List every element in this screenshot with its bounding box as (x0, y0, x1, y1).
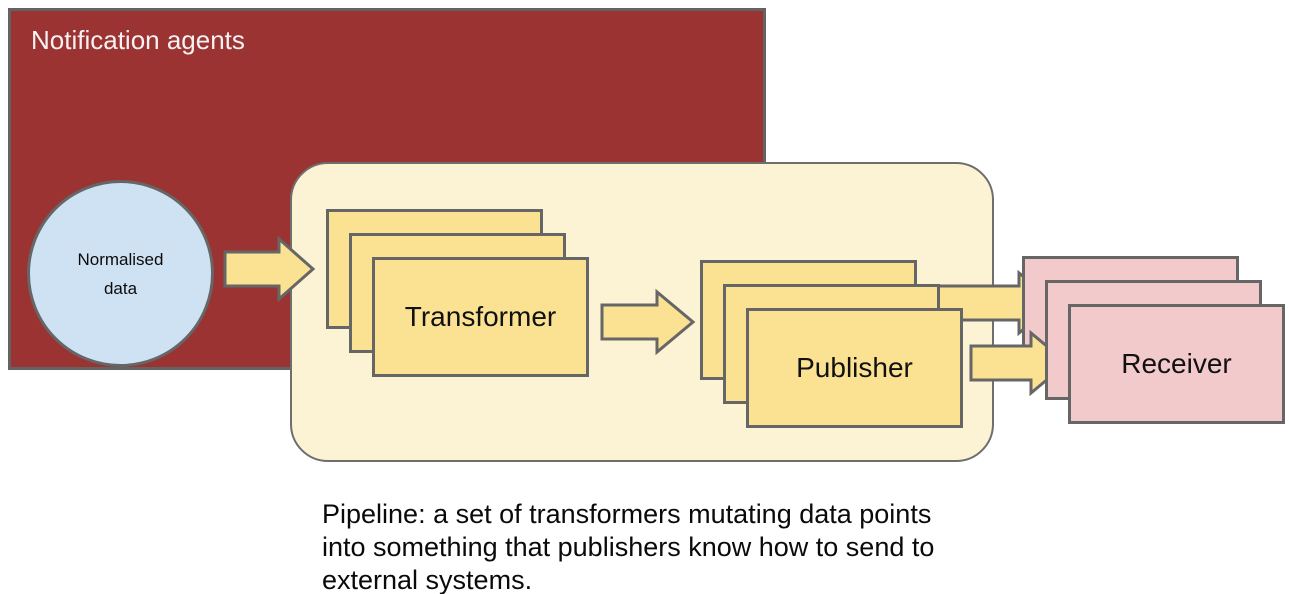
normalised-data-label-line1: Normalised (77, 249, 164, 269)
flow-arrow-transformer-to-publisher-icon (600, 288, 696, 356)
transformer-label: Transformer (404, 301, 557, 332)
caption-line-1: Pipeline: a set of transformers mutating… (322, 499, 932, 529)
pipeline-caption: Pipeline: a set of transformers mutating… (322, 498, 934, 594)
flow-arrow-data-to-transformer-icon (223, 235, 316, 303)
receiver-label: Receiver (1121, 348, 1232, 379)
caption-line-2: into something that publishers know how … (322, 532, 935, 562)
publisher-stack: Publisher (700, 260, 963, 428)
normalised-data-label-line2: data (103, 278, 138, 298)
normalised-data-circle: Normalised data (27, 180, 214, 367)
transformer-stack: Transformer (326, 209, 589, 377)
receiver-card-front: Receiver (1068, 304, 1285, 424)
notification-agents-title: Notification agents (31, 25, 245, 55)
caption-line-3: external systems. (322, 565, 533, 594)
publisher-label: Publisher (796, 352, 913, 383)
publisher-card-front: Publisher (746, 308, 963, 428)
transformer-card-front: Transformer (372, 257, 589, 377)
